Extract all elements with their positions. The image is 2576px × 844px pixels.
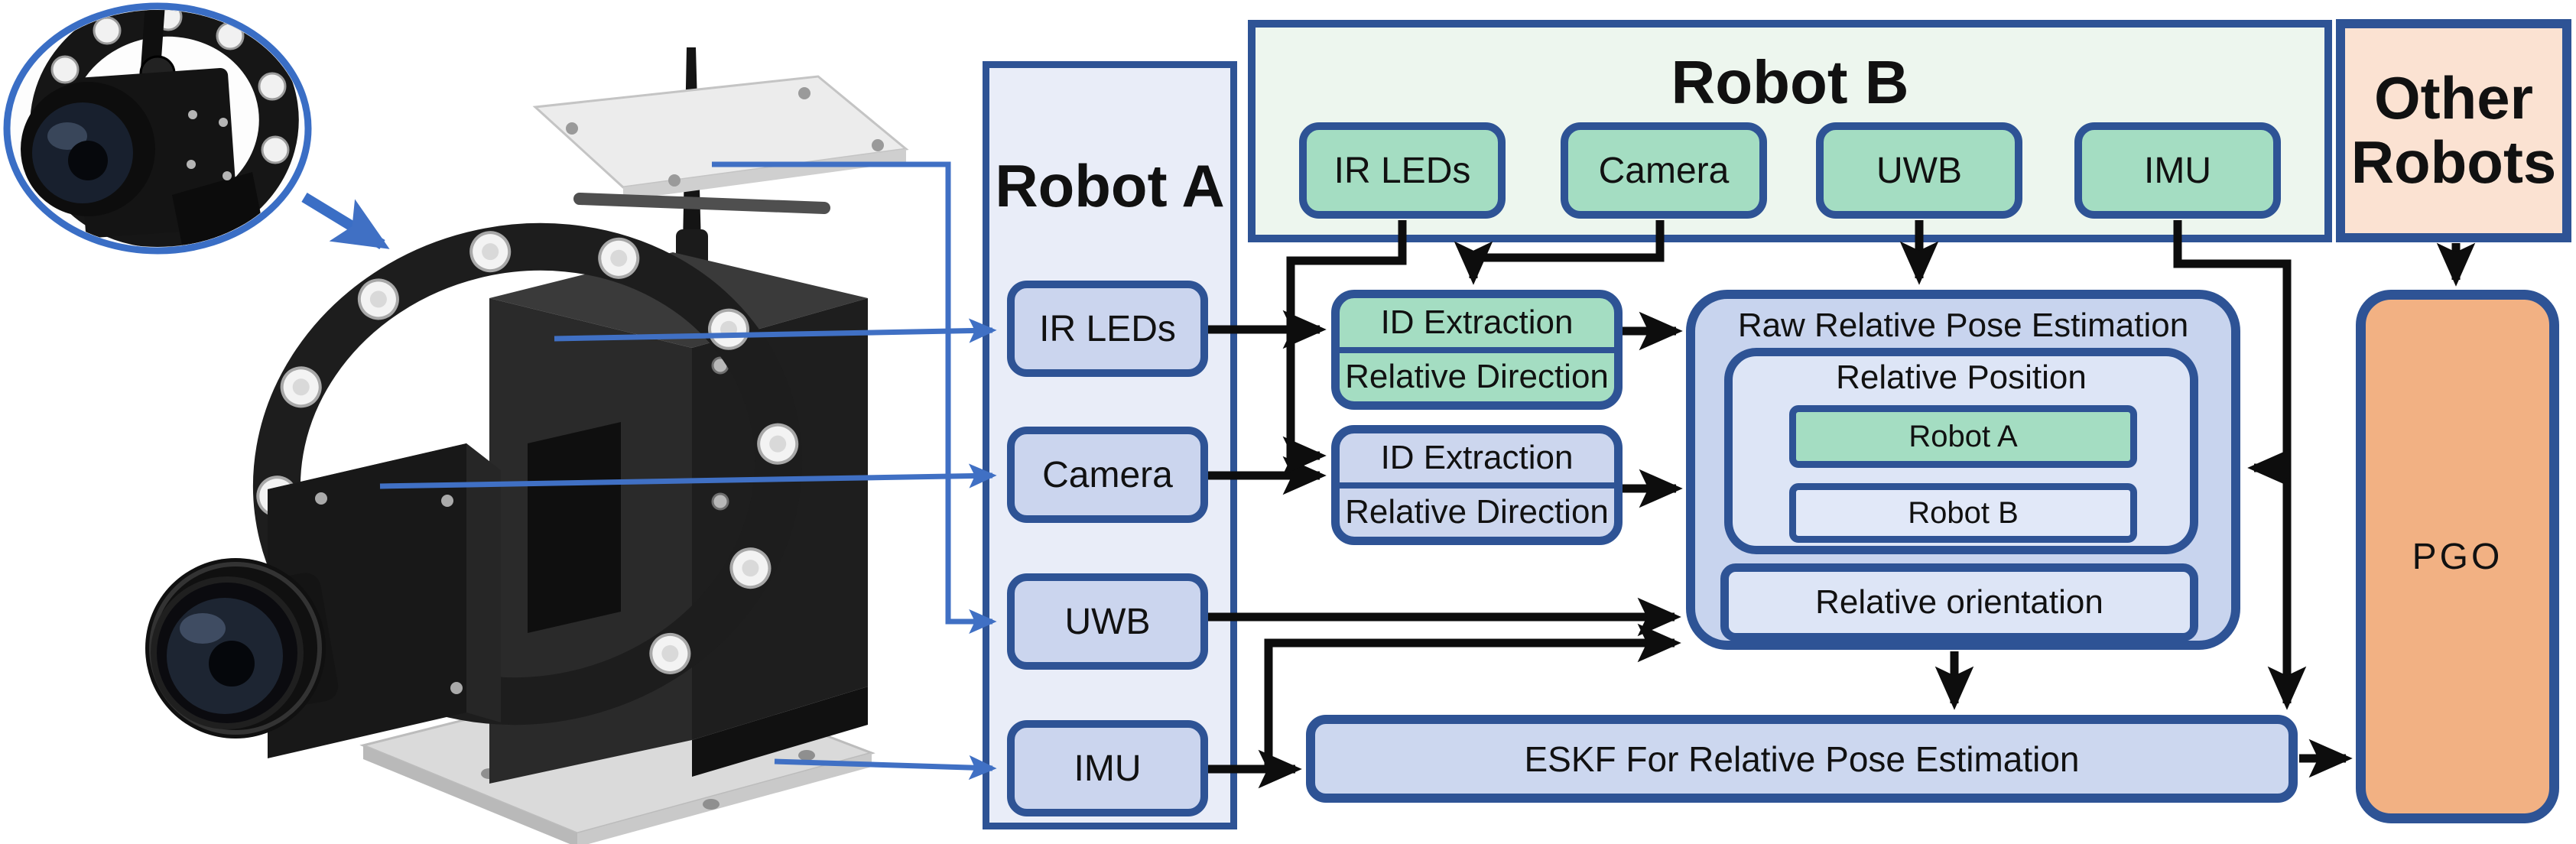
robot-sensor-assembly-render xyxy=(145,47,909,844)
other-robots-panel xyxy=(2336,19,2571,242)
other-robots-title-line2: Robots xyxy=(2350,128,2557,196)
eskf-box: ESKF For Relative Pose Estimation xyxy=(1306,715,2298,803)
camera-module-photo xyxy=(3,2,390,255)
other-robots-title: Other Robots xyxy=(2336,47,2571,213)
robot-a-title: Robot A xyxy=(995,151,1225,219)
robot-b-camera-box: Camera xyxy=(1561,122,1767,219)
other-robots-title-line1: Other xyxy=(2373,63,2534,131)
id-extraction-top-row1: ID Extraction xyxy=(1380,303,1574,341)
robot-a-uwb-box: UWB xyxy=(1007,573,1208,670)
relative-position-robot-b-bar: Robot B xyxy=(1789,483,2137,543)
robot-b-imu-box: IMU xyxy=(2074,122,2281,219)
robot-a-ir-leds-box: IR LEDs xyxy=(1007,281,1208,377)
pgo-box: PGO xyxy=(2356,290,2559,823)
callout-lines xyxy=(379,161,997,781)
id-extraction-box-top: ID Extraction Relative Direction xyxy=(1331,290,1623,410)
id-extraction-box-bottom: ID Extraction Relative Direction xyxy=(1331,425,1623,545)
id-extraction-top-row2: Relative Direction xyxy=(1340,346,1614,402)
ir-led-bulbs xyxy=(256,231,799,674)
relative-orientation-box: Relative orientation xyxy=(1720,563,2198,641)
robot-a-imu-box: IMU xyxy=(1007,720,1208,816)
robot-b-ir-leds-box: IR LEDs xyxy=(1299,122,1506,219)
relative-position-title: Relative Position xyxy=(1836,359,2087,396)
raw-relative-pose-title: Raw Relative Pose Estimation xyxy=(1737,307,2189,344)
robot-b-uwb-box: UWB xyxy=(1816,122,2022,219)
robot-a-camera-box: Camera xyxy=(1007,427,1208,523)
robot-b-title: Robot B xyxy=(1671,47,1909,116)
callout-uwb xyxy=(712,161,997,635)
callout-ir-leds xyxy=(554,318,997,343)
callout-camera xyxy=(379,463,997,489)
callout-imu xyxy=(774,755,997,781)
id-extraction-bottom-row2: Relative Direction xyxy=(1340,482,1614,537)
relative-position-robot-a-bar: Robot A xyxy=(1789,405,2137,468)
id-extraction-bottom-row1: ID Extraction xyxy=(1380,438,1574,476)
inset-callout-arrow xyxy=(301,193,390,249)
